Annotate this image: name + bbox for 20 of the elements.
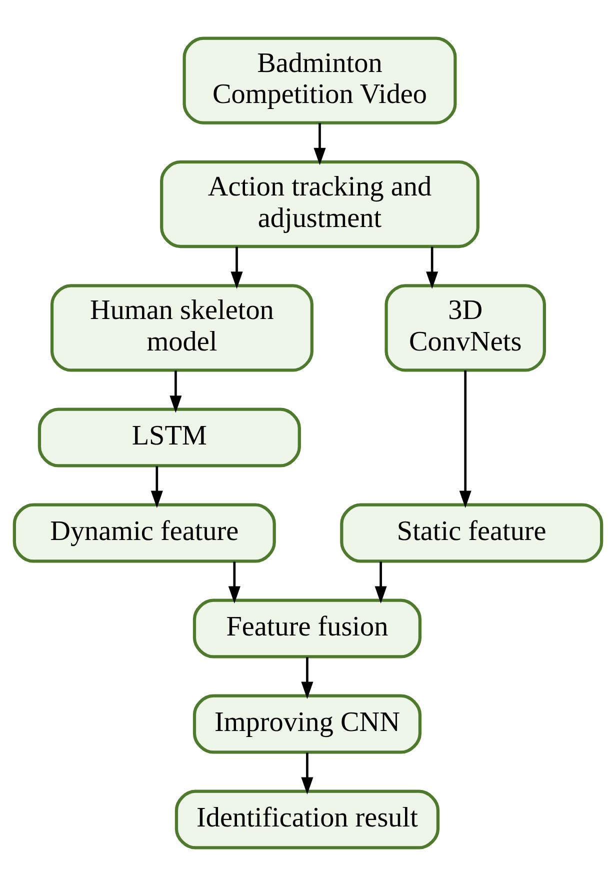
node-box: Dynamic feature	[12, 502, 276, 562]
node-box: 3D ConvNets	[384, 284, 546, 372]
node-box: Action tracking and adjustment	[160, 160, 480, 248]
arrow	[170, 370, 182, 412]
arrow	[301, 656, 314, 698]
arrow	[150, 466, 163, 508]
arrow	[228, 561, 240, 603]
node-box: LSTM	[38, 407, 301, 467]
arrow	[459, 370, 472, 508]
node-box: Feature fusion	[192, 598, 422, 658]
node-box: Static feature	[340, 502, 604, 562]
arrow	[374, 561, 387, 603]
node-box: Improving CNN	[192, 694, 422, 754]
node-box: Identification result	[174, 789, 440, 849]
arrow	[301, 752, 314, 794]
node-box: Human skeleton model	[50, 284, 314, 372]
node-box: Badminton Competition Video	[182, 36, 457, 124]
arrow	[230, 246, 243, 288]
arrow	[426, 246, 438, 288]
arrow	[314, 122, 326, 165]
